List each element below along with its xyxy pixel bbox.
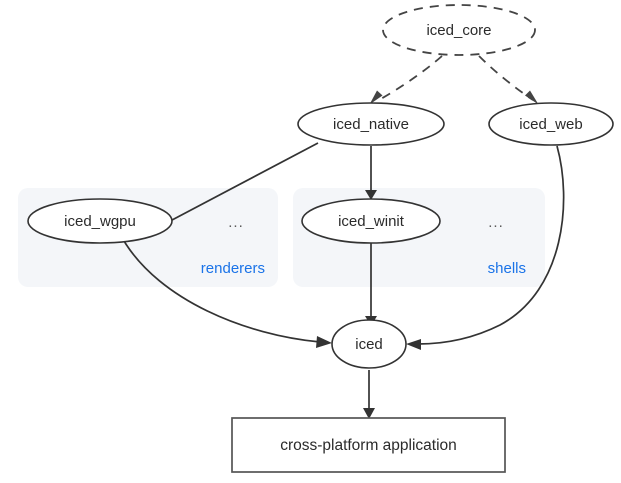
arrowhead-iced-core-to-iced-web: [525, 90, 539, 105]
node-iced-core[interactable]: iced_core: [382, 4, 536, 56]
node-iced-web-shape: [488, 102, 614, 146]
arrowhead-iced-to-application: [363, 408, 375, 419]
arrowhead-iced-web-to-iced: [406, 339, 421, 350]
arrowhead-iced-wgpu-to-iced: [316, 336, 332, 348]
group-shells-label: shells: [488, 260, 526, 277]
group-renderers-ellipsis: ...: [228, 214, 244, 231]
node-iced-native[interactable]: iced_native: [297, 102, 445, 146]
edge-iced-core-to-iced-native: [378, 55, 443, 101]
node-iced-core-label: iced_core: [426, 22, 491, 39]
node-iced-wgpu-shape: [27, 198, 173, 244]
group-shells-ellipsis: ...: [488, 214, 504, 231]
arrowhead-iced-native-to-iced-winit: [365, 190, 377, 200]
group-renderers-label: renderers: [201, 260, 265, 277]
node-iced-wgpu[interactable]: iced_wgpu: [27, 198, 173, 244]
edge-iced-wgpu-to-iced: [123, 240, 321, 343]
edge-iced-core-to-iced-web: [478, 55, 534, 101]
node-application-shape: [231, 417, 506, 473]
node-iced[interactable]: iced: [331, 319, 407, 369]
node-iced-winit-label: iced_winit: [338, 213, 405, 230]
node-iced-native-shape: [297, 102, 445, 146]
node-iced-core-shape: [382, 4, 536, 56]
node-iced-native-label: iced_native: [333, 116, 409, 133]
node-iced-web[interactable]: iced_web: [488, 102, 614, 146]
node-iced-winit-shape: [301, 198, 441, 244]
node-iced-label: iced: [355, 336, 383, 353]
arrowhead-iced-core-to-iced-native: [369, 90, 383, 105]
node-iced-shape: [331, 319, 407, 369]
node-iced-web-label: iced_web: [519, 116, 582, 133]
node-application[interactable]: cross-platform application: [231, 417, 506, 473]
node-iced-wgpu-label: iced_wgpu: [64, 213, 136, 230]
node-application-label: cross-platform application: [280, 437, 457, 454]
node-iced-winit[interactable]: iced_winit: [301, 198, 441, 244]
edge-iced-native-to-iced-wgpu: [154, 142, 319, 230]
edge-iced-web-to-iced: [417, 145, 565, 345]
